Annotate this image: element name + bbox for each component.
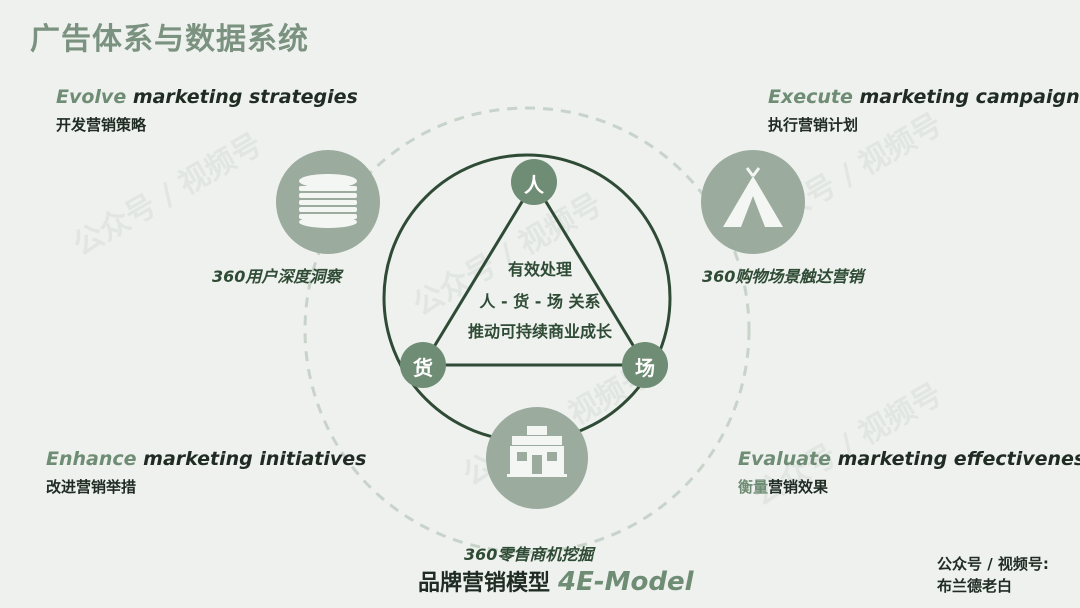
- brand-line-1: 公众号 / 视频号:: [937, 555, 1049, 573]
- quadrant-en-highlight: Execute: [768, 86, 853, 108]
- quadrant-zh-highlight: 衡量: [738, 478, 769, 496]
- center-line-1: 有效处理: [507, 260, 572, 279]
- quadrant-zh-highlight: 改进: [46, 478, 77, 496]
- reach-label: 360购物场景触达营销: [702, 267, 864, 286]
- quadrant-zh-highlight: 开发: [56, 116, 87, 134]
- center-line-2: 人 - 货 - 场 关系: [479, 292, 601, 311]
- quadrant-en-highlight: Enhance: [46, 448, 137, 470]
- brand-signature: 公众号 / 视频号: 布兰德老白: [937, 553, 1049, 597]
- vertex-label-person: 人: [524, 173, 544, 197]
- page-title: 广告体系与数据系统: [30, 22, 309, 57]
- vertex-label-goods: 货: [413, 356, 433, 380]
- quadrant-zh-text: 营销策略: [86, 116, 147, 134]
- model-name-en: 4E-Model: [558, 567, 694, 597]
- vertex-label-scene: 场: [635, 356, 655, 380]
- database-icon: [299, 174, 357, 228]
- quadrant-en-text: marketing effectiveness: [831, 448, 1080, 470]
- quadrant-zh-highlight: 执行: [768, 116, 799, 134]
- quadrant-zh-text: 营销计划: [798, 116, 859, 134]
- center-line-3: 推动可持续商业成长: [467, 322, 612, 341]
- quadrant-en-text: marketing campaigns: [852, 86, 1080, 108]
- quadrant-en-text: marketing strategies: [126, 86, 358, 108]
- quadrant-zh-text: 营销效果: [768, 478, 829, 496]
- brand-line-2: 布兰德老白: [937, 577, 1013, 595]
- vertex-right: [622, 342, 668, 388]
- vertex-left: [400, 342, 446, 388]
- store-icon: [507, 426, 567, 477]
- outer-dashed-circle: [303, 106, 751, 554]
- quadrant-en-text: marketing initiatives: [136, 448, 367, 470]
- model-caption: 品牌营销模型 4E-Model: [418, 565, 694, 597]
- insight-label: 360用户深度洞察: [212, 267, 342, 286]
- quadrant-top-left: Evolve marketing strategies 开发营销策略: [56, 86, 358, 135]
- quadrant-en-highlight: Evolve: [56, 86, 127, 108]
- model-name-cn: 品牌营销模型: [418, 571, 551, 596]
- tent-icon: [723, 167, 783, 227]
- quadrant-bottom-left: Enhance marketing initiatives 改进营销举措: [46, 448, 366, 497]
- quadrant-bottom-right: Evaluate marketing effectiveness 衡量营销效果: [738, 448, 1080, 497]
- retail-label: 360零售商机挖掘: [464, 545, 594, 564]
- quadrant-en-highlight: Evaluate: [738, 448, 832, 470]
- quadrant-zh-text: 营销举措: [76, 478, 137, 496]
- vertex-top: [511, 159, 557, 205]
- quadrant-top-right: Execute marketing campaigns 执行营销计划: [768, 86, 1080, 135]
- triangle: [420, 179, 648, 367]
